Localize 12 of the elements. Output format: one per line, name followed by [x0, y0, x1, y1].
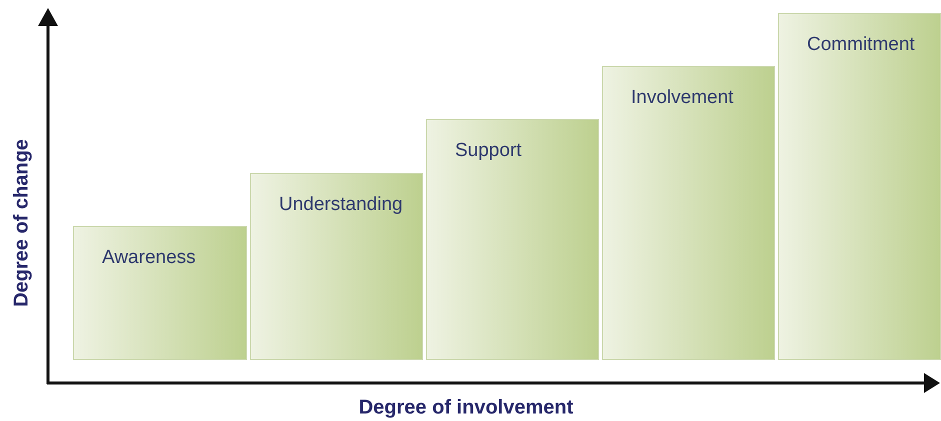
step-label: Commitment	[807, 34, 915, 56]
step-box	[426, 119, 599, 360]
step-label: Understanding	[279, 194, 403, 216]
step-label: Involvement	[631, 87, 734, 109]
step-box	[73, 226, 247, 360]
step-box	[778, 13, 941, 360]
step-box	[250, 173, 423, 360]
y-axis-title: Degree of change	[10, 139, 34, 307]
x-axis-title: Degree of involvement	[358, 396, 574, 420]
step-label: Support	[455, 140, 522, 162]
step-box	[602, 66, 775, 360]
step-label: Awareness	[102, 247, 196, 269]
